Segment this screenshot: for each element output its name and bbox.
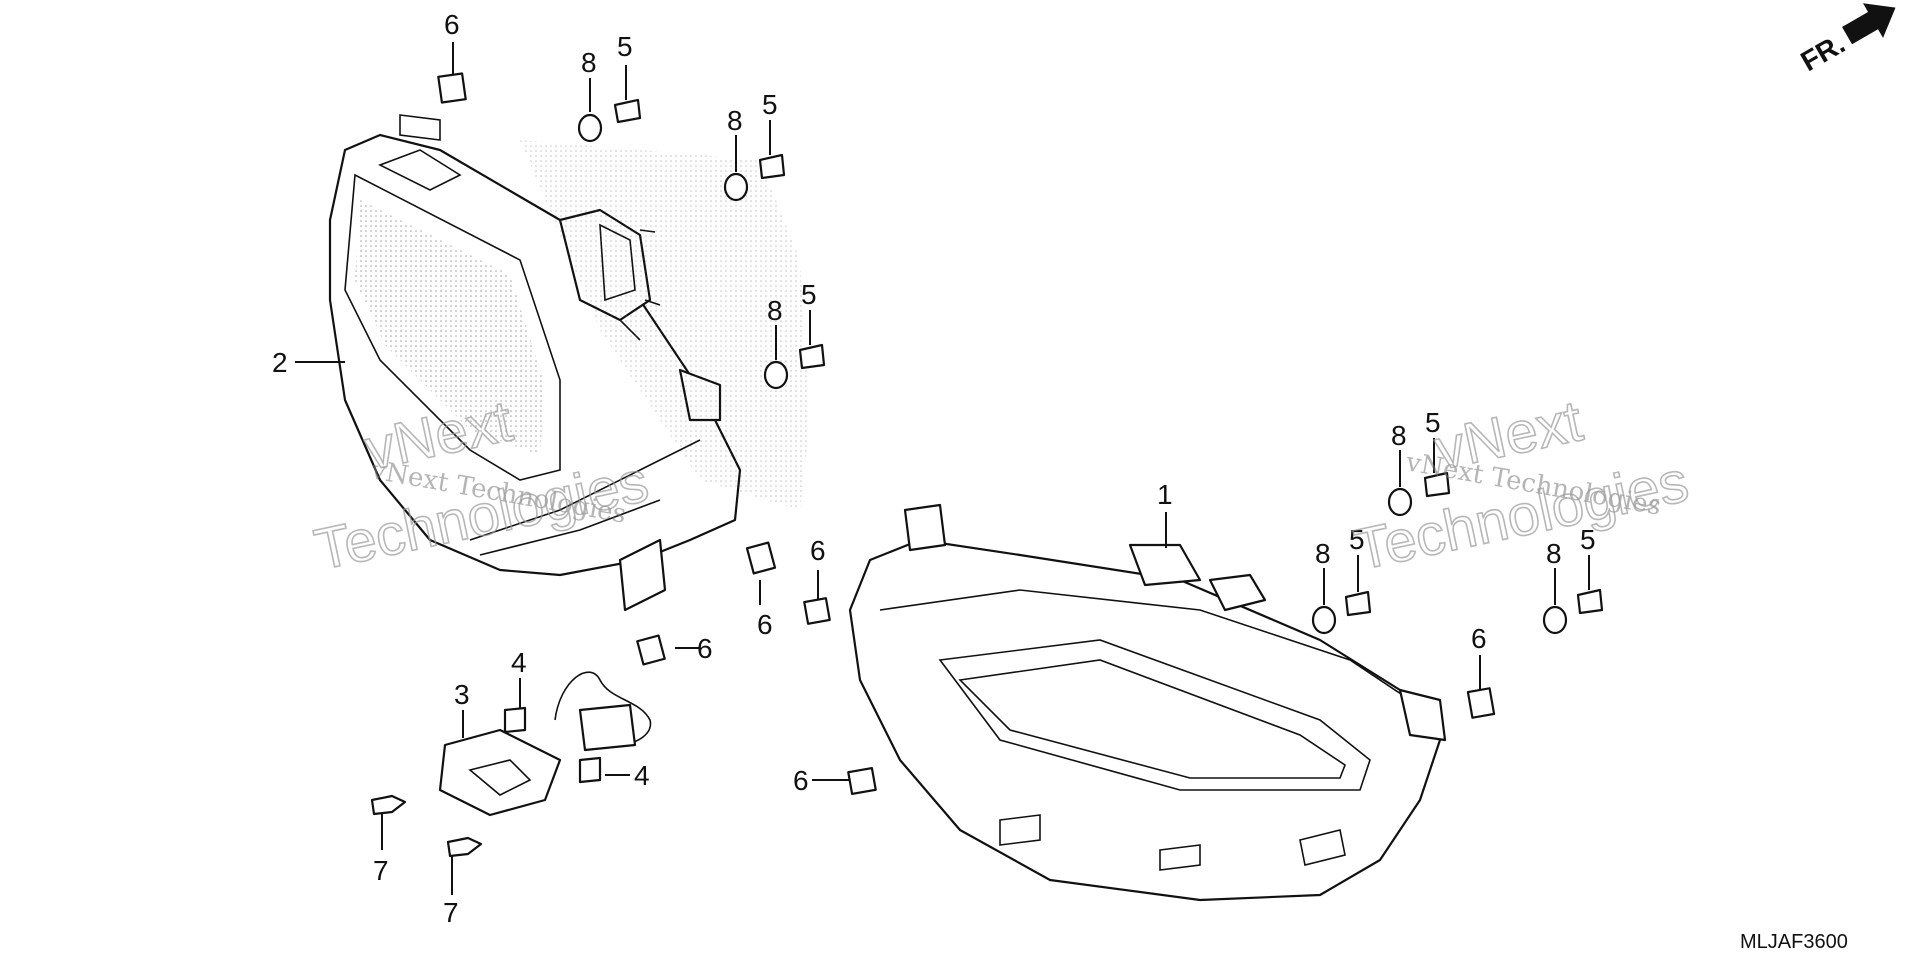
bolt-5e <box>1344 590 1372 617</box>
washer-8d <box>1387 487 1413 517</box>
callout-8-f: 8 <box>1546 538 1562 569</box>
callout-5-a: 5 <box>617 31 633 62</box>
callout-5-b: 5 <box>762 89 778 120</box>
callout-6-mid2: 6 <box>757 609 773 640</box>
screw-7b <box>446 836 483 858</box>
callout-numbers: 6 8 5 8 5 8 5 2 6 6 6 6 1 8 5 8 5 8 5 6 … <box>272 9 1596 928</box>
washer-8f <box>1542 605 1568 635</box>
callout-7-b: 7 <box>443 897 459 928</box>
washer-8b <box>723 172 749 202</box>
clip-6a <box>437 72 467 104</box>
watermark-big-right-1: vNext <box>1429 388 1588 482</box>
fasteners <box>370 72 1604 858</box>
leader-lines <box>295 42 1590 895</box>
callout-6-mid3: 6 <box>697 633 713 664</box>
bolt-5d <box>1423 471 1451 498</box>
washer-8e <box>1311 605 1337 635</box>
clip-6e <box>847 766 877 796</box>
callout-4-right: 4 <box>634 760 650 791</box>
callout-6-low: 6 <box>793 765 809 796</box>
callout-6-mid: 6 <box>810 535 826 566</box>
diagram-code: MLJAF3600 <box>1740 931 1848 953</box>
direction-label: FR. <box>1796 28 1851 77</box>
callout-8-a: 8 <box>581 47 597 78</box>
callout-6-right: 6 <box>1471 623 1487 654</box>
screw-7a <box>370 794 407 816</box>
headlight-left <box>328 114 810 612</box>
bolt-5f <box>1576 588 1604 615</box>
front-direction-indicator: FR. <box>1796 3 1896 77</box>
bolt-5b <box>758 153 786 180</box>
callout-1: 1 <box>1157 479 1173 510</box>
washer-8c <box>763 360 789 390</box>
callout-8-e: 8 <box>1315 538 1331 569</box>
clip-6c <box>803 597 831 625</box>
callout-7-a: 7 <box>373 855 389 886</box>
headlight-bracket <box>438 671 652 817</box>
callout-5-e: 5 <box>1349 524 1365 555</box>
clip-6d <box>636 634 666 666</box>
clip-6b <box>745 541 777 575</box>
callout-8-d: 8 <box>1391 420 1407 451</box>
callout-5-c: 5 <box>801 279 817 310</box>
watermarks: vNext Technologies vNext Technologies vN… <box>308 388 1694 584</box>
callout-2: 2 <box>272 347 288 378</box>
callout-3: 3 <box>454 679 470 710</box>
callout-4-top: 4 <box>511 647 527 678</box>
washer-8a <box>577 113 603 143</box>
bolt-5a <box>613 98 642 124</box>
headlight-right <box>848 503 1447 902</box>
bolt-5c <box>798 343 826 370</box>
callout-5-f: 5 <box>1580 524 1596 555</box>
callout-5-d: 5 <box>1425 407 1441 438</box>
arrow-right-icon <box>1842 3 1896 45</box>
clip-6f <box>1466 687 1496 719</box>
callout-6-top: 6 <box>444 9 460 40</box>
callout-8-b: 8 <box>727 105 743 136</box>
callout-8-c: 8 <box>767 295 783 326</box>
